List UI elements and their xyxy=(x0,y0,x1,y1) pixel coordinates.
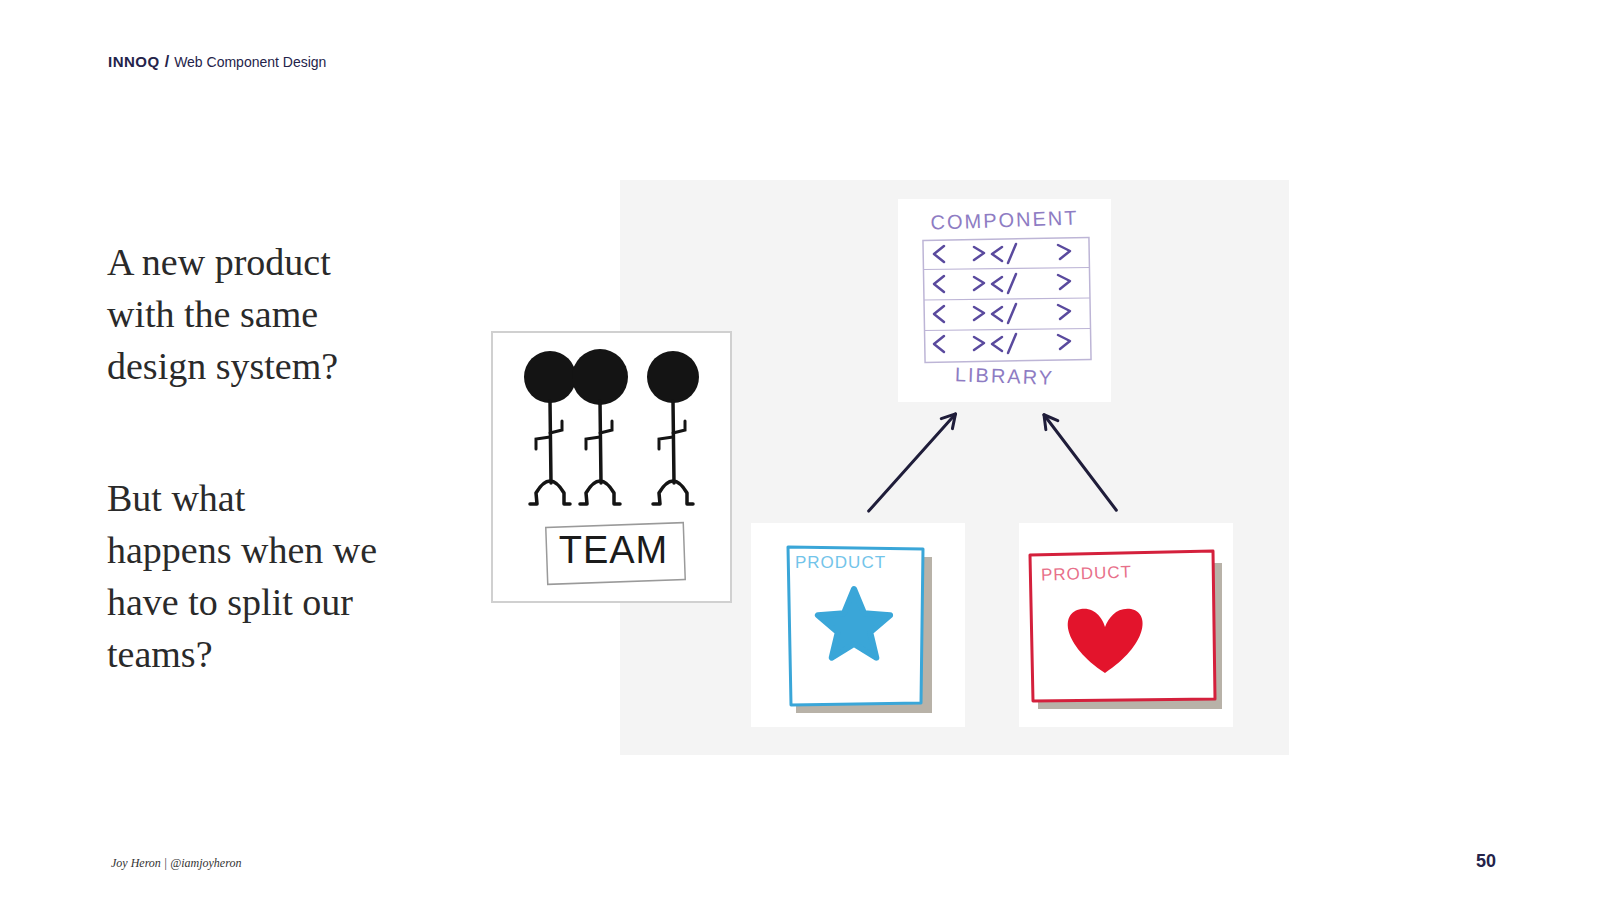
connector-line xyxy=(869,414,956,511)
body-text: But what happens when we have to split o… xyxy=(107,472,379,680)
brand-logo: INNOQ xyxy=(108,53,160,70)
separator: / xyxy=(165,53,169,71)
code-bracket xyxy=(1008,244,1016,263)
code-bracket xyxy=(992,307,1002,321)
figure-arm xyxy=(600,421,612,433)
code-bracket xyxy=(1008,334,1016,353)
product-label: PRODUCT xyxy=(795,553,915,573)
code-row-line xyxy=(924,298,1090,300)
arrow-head xyxy=(1044,415,1058,430)
card-outline xyxy=(1030,551,1215,701)
code-bracket xyxy=(934,306,944,322)
footer-author: Joy Heron | @iamjoyheron xyxy=(111,856,241,871)
code-bracket xyxy=(1058,275,1070,289)
code-table xyxy=(923,238,1091,363)
figure-head xyxy=(572,349,628,405)
code-row-line xyxy=(924,329,1090,331)
slide-header: INNOQ / Web Component Design xyxy=(108,53,326,71)
code-bracket xyxy=(974,307,984,320)
code-bracket xyxy=(934,276,944,292)
figure-legs xyxy=(653,481,693,504)
figure-legs xyxy=(580,481,620,504)
library-heading: LIBRARY xyxy=(898,361,1112,391)
code-bracket xyxy=(992,337,1002,351)
illustration xyxy=(1019,523,1233,727)
code-bracket xyxy=(1058,245,1070,259)
library-heading: COMPONENT xyxy=(898,205,1112,235)
code-bracket xyxy=(1008,274,1016,293)
star-icon xyxy=(818,589,890,658)
code-bracket xyxy=(934,246,944,262)
code-bracket xyxy=(992,247,1002,261)
figure-head xyxy=(524,351,576,403)
figure-body xyxy=(600,401,601,483)
figure-body xyxy=(550,401,551,483)
team-label: TEAM xyxy=(493,529,734,572)
product-card: PRODUCT xyxy=(1019,523,1233,727)
code-bracket xyxy=(974,277,984,290)
figure-legs xyxy=(530,481,570,504)
product-card: PRODUCT xyxy=(751,523,965,727)
code-bracket xyxy=(934,336,944,352)
code-row-line xyxy=(924,268,1090,270)
figure-arm xyxy=(586,437,600,449)
figure-head xyxy=(647,351,699,403)
arrow-head xyxy=(941,414,955,429)
code-bracket xyxy=(974,247,984,260)
figure-arm xyxy=(536,437,550,449)
deck-title: Web Component Design xyxy=(174,54,326,70)
figure-arm xyxy=(659,437,673,449)
connector-line xyxy=(1044,415,1116,510)
connector-arrow xyxy=(869,414,956,511)
code-bracket xyxy=(974,337,984,350)
figure-arm xyxy=(673,421,685,433)
library-card: COMPONENT LIBRARY xyxy=(898,199,1111,402)
team-card: TEAM xyxy=(491,331,732,603)
code-bracket xyxy=(992,277,1002,291)
code-bracket xyxy=(1008,304,1016,323)
figure-body xyxy=(673,401,674,483)
page-number: 50 xyxy=(1476,851,1496,872)
heart-icon xyxy=(1068,609,1143,673)
body-text: A new product with the same design syste… xyxy=(107,236,379,392)
code-bracket xyxy=(1058,335,1070,349)
figure-arm xyxy=(550,421,562,433)
card-outline xyxy=(788,547,923,705)
code-bracket xyxy=(1058,305,1070,319)
connector-arrow xyxy=(1044,415,1116,510)
